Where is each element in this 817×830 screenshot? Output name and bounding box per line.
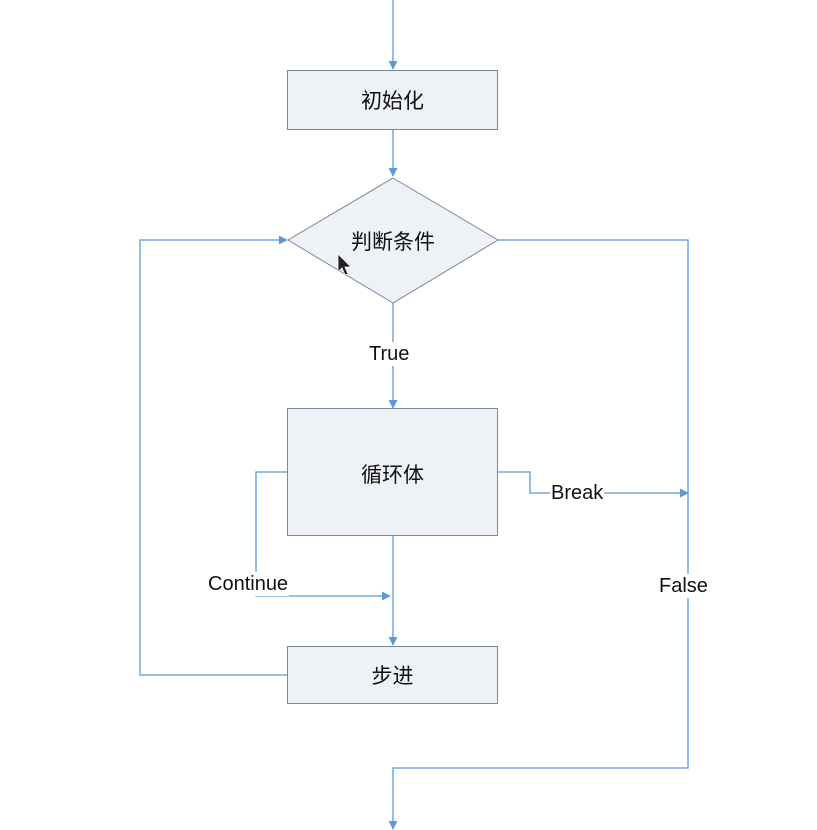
step-label: 步进 xyxy=(371,664,414,688)
break-arrow xyxy=(498,471,689,498)
loop-back-arrow xyxy=(139,235,288,676)
continue-arrow xyxy=(255,471,391,601)
step-box: 步进 xyxy=(287,646,498,704)
true-edge-label: True xyxy=(367,342,412,366)
mouse-cursor-icon xyxy=(337,253,352,276)
loop-body-box: 循环体 xyxy=(287,408,498,536)
break-edge-label: Break xyxy=(550,481,605,505)
continue-edge-label: Continue xyxy=(207,572,290,596)
condition-diamond xyxy=(287,177,499,304)
false-edge-label: False xyxy=(658,574,709,598)
condition-label: 判断条件 xyxy=(351,230,435,254)
false-exit-line xyxy=(388,239,689,830)
init-box: 初始化 xyxy=(287,70,498,130)
condition-label-wrap: 判断条件 xyxy=(288,224,498,258)
loop-body-label: 循环体 xyxy=(361,463,424,487)
init-label: 初始化 xyxy=(361,89,424,113)
